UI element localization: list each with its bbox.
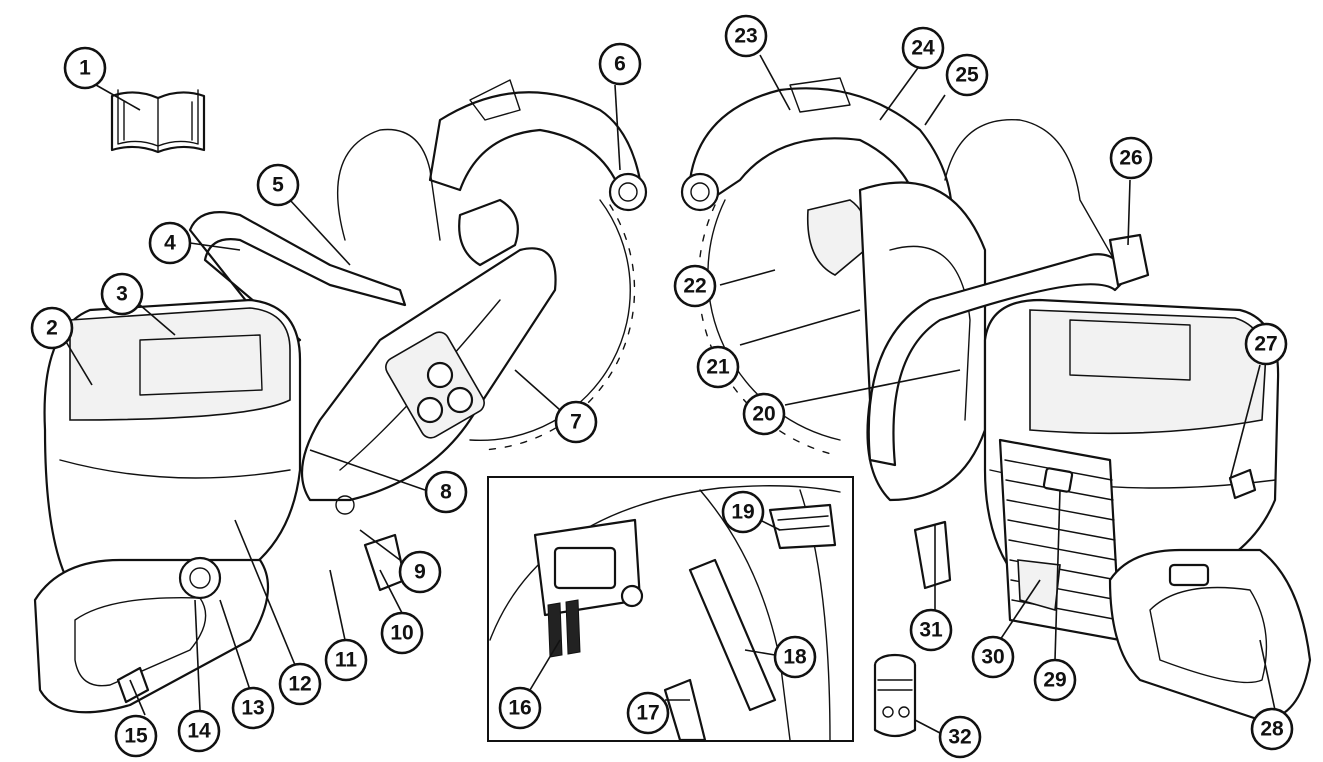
- callout-1: 1: [63, 46, 107, 90]
- callout-30: 30: [971, 635, 1015, 679]
- right-starter-grille: [998, 438, 1122, 642]
- svg-text:23: 23: [734, 25, 757, 48]
- left-engine-body: [43, 298, 302, 602]
- callout-27: 27: [1244, 322, 1288, 366]
- svg-text:18: 18: [783, 646, 807, 669]
- svg-text:27: 27: [1254, 333, 1277, 356]
- callout-22: 22: [673, 264, 717, 308]
- inset-detail: [487, 476, 854, 742]
- svg-text:30: 30: [981, 646, 1004, 669]
- svg-text:17: 17: [636, 702, 659, 725]
- svg-text:25: 25: [955, 64, 979, 87]
- svg-text:7: 7: [570, 411, 582, 434]
- manual-book-icon: [110, 89, 206, 154]
- callout-10: 10: [380, 611, 424, 655]
- svg-text:14: 14: [187, 720, 211, 743]
- svg-text:4: 4: [164, 232, 176, 255]
- svg-text:2: 2: [46, 317, 58, 340]
- svg-text:22: 22: [683, 275, 706, 298]
- left-cutting-arm: [300, 198, 557, 515]
- callout-9: 9: [398, 550, 442, 594]
- callout-32: 32: [938, 715, 982, 759]
- left-machine-view: [33, 79, 648, 714]
- callout-24: 24: [901, 26, 945, 70]
- svg-text:21: 21: [706, 356, 730, 379]
- callout-4: 4: [148, 221, 192, 265]
- callout-29: 29: [1033, 658, 1077, 702]
- callout-14: 14: [177, 709, 221, 753]
- callout-16: 16: [498, 686, 542, 730]
- left-support-foot: [363, 533, 407, 592]
- callout-17: 17: [626, 691, 670, 735]
- svg-text:16: 16: [508, 697, 531, 720]
- svg-text:20: 20: [752, 403, 775, 426]
- svg-text:32: 32: [948, 726, 971, 749]
- svg-text:31: 31: [919, 619, 943, 642]
- svg-text:28: 28: [1260, 718, 1284, 741]
- svg-text:3: 3: [116, 283, 128, 306]
- right-front-handle: [867, 118, 1150, 467]
- callout-11: 11: [324, 638, 368, 682]
- callout-20: 20: [742, 392, 786, 436]
- left-blade-guard: [428, 79, 648, 451]
- callout-18: 18: [773, 635, 817, 679]
- callout-6: 6: [598, 42, 642, 86]
- callout-3: 3: [100, 272, 144, 316]
- callout-15: 15: [114, 714, 158, 758]
- svg-text:11: 11: [335, 649, 358, 672]
- right-rear-handle: [1108, 548, 1312, 722]
- callout-12: 12: [278, 662, 322, 706]
- svg-text:1: 1: [79, 57, 91, 80]
- callout-31: 31: [909, 608, 953, 652]
- svg-text:29: 29: [1043, 669, 1066, 692]
- left-rear-handle: [33, 556, 270, 714]
- svg-text:13: 13: [241, 697, 264, 720]
- callout-28: 28: [1250, 707, 1294, 751]
- svg-text:24: 24: [911, 37, 935, 60]
- svg-text:9: 9: [414, 561, 426, 584]
- callout-8: 8: [424, 470, 468, 514]
- svg-text:26: 26: [1119, 147, 1142, 170]
- callout-25: 25: [945, 53, 989, 97]
- leader-lines: [64, 54, 1276, 734]
- svg-text:10: 10: [390, 622, 413, 645]
- svg-text:19: 19: [731, 501, 754, 524]
- callout-2: 2: [30, 306, 74, 350]
- spare-nut-part: [873, 653, 917, 738]
- svg-text:6: 6: [614, 53, 626, 76]
- svg-text:5: 5: [272, 174, 284, 197]
- right-machine-view: [680, 77, 1312, 722]
- callout-13: 13: [231, 686, 275, 730]
- left-front-handle: [188, 128, 441, 352]
- svg-text:8: 8: [440, 481, 452, 504]
- callout-23: 23: [724, 14, 768, 58]
- right-support-foot: [913, 520, 952, 590]
- svg-text:15: 15: [124, 725, 148, 748]
- callout-5: 5: [256, 163, 300, 207]
- callout-21: 21: [696, 345, 740, 389]
- callout-19: 19: [721, 490, 765, 534]
- svg-text:12: 12: [288, 673, 311, 696]
- callout-7: 7: [554, 400, 598, 444]
- callout-26: 26: [1109, 136, 1153, 180]
